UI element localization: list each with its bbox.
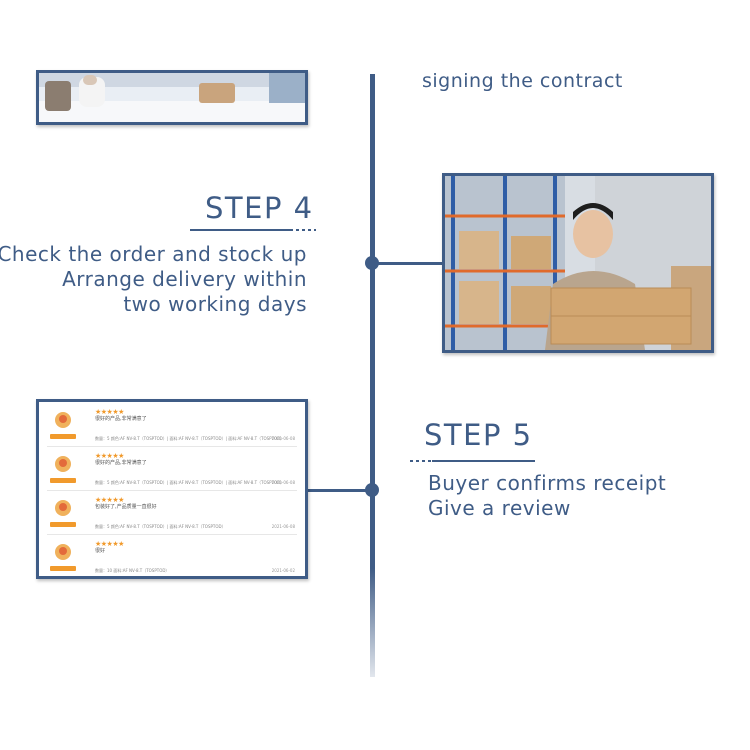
review-row: ★★★★★ 很好 数量：10 面料:AF NV-8.T（TOSPTOD） 202… (47, 536, 297, 576)
step3-caption: signing the contract (422, 70, 623, 92)
step5-timeline-dot (365, 483, 379, 497)
review-row: ★★★★★ 很好的产品,非常满意了 数量：5 颜色:AF NV-8.T（TOSP… (47, 448, 297, 491)
timeline-line (370, 74, 375, 677)
review-text: 很好 (95, 548, 106, 554)
reviewer-badge (50, 478, 76, 483)
reviewer-badge (50, 522, 76, 527)
step4-photo-warehouse (442, 173, 714, 353)
star-rating: ★★★★★ (95, 408, 124, 416)
review-row: ★★★★★ 很好的产品,非常满意了 数量：5 颜色:AF NV-8.T（TOSP… (47, 404, 297, 447)
reviewer-avatar-icon (55, 456, 71, 472)
step5-line-2: Give a review (428, 496, 571, 520)
review-date: 2021-06-08 (271, 480, 295, 485)
review-date: 2021-06-08 (271, 436, 295, 441)
warehouse-worker-image (445, 176, 711, 350)
star-rating: ★★★★★ (95, 496, 124, 504)
review-text: 很好的产品,非常满意了 (95, 416, 147, 422)
reviewer-avatar-icon (55, 544, 71, 560)
step5-connector (308, 489, 368, 492)
step5-title: STEP 5 (424, 418, 533, 452)
review-date: 2021-06-02 (271, 568, 295, 573)
star-rating: ★★★★★ (95, 540, 124, 548)
review-text: 包装好了,产品质量一直很好 (95, 504, 157, 510)
step4-line-1: Check the order and stock up (0, 242, 307, 266)
review-row: ★★★★★ 包装好了,产品质量一直很好 数量：5 颜色:AF NV-8.T（TO… (47, 492, 297, 535)
star-rating: ★★★★★ (95, 452, 124, 460)
meeting-room-image (39, 73, 305, 122)
reviewer-badge (50, 566, 76, 571)
reviewer-avatar-icon (55, 500, 71, 516)
step5-underline (410, 460, 535, 462)
step4-line-2: Arrange delivery within (62, 267, 307, 291)
review-meta: 数量：5 颜色:AF NV-8.T（TOSPTOD）| 面料:AF NV-8.T… (95, 524, 226, 529)
step4-connector (377, 262, 443, 265)
review-date: 2021-06-08 (271, 524, 295, 529)
review-meta: 数量：5 颜色:AF NV-8.T（TOSPTOD）| 面料:AF NV-8.T… (95, 436, 285, 441)
step5-line-1: Buyer confirms receipt (428, 471, 667, 495)
step4-timeline-dot (365, 256, 379, 270)
review-text: 很好的产品,非常满意了 (95, 460, 147, 466)
step4-line-3: two working days (123, 292, 307, 316)
review-meta: 数量：5 颜色:AF NV-8.T（TOSPTOD）| 面料:AF NV-8.T… (95, 480, 285, 485)
step5-reviews-screenshot: ★★★★★ 很好的产品,非常满意了 数量：5 颜色:AF NV-8.T（TOSP… (36, 399, 308, 579)
review-meta: 数量：10 面料:AF NV-8.T（TOSPTOD） (95, 568, 170, 573)
step3-photo-meeting (36, 70, 308, 125)
step4-title: STEP 4 (205, 191, 314, 225)
reviewer-badge (50, 434, 76, 439)
step4-underline (190, 229, 316, 231)
reviewer-avatar-icon (55, 412, 71, 428)
